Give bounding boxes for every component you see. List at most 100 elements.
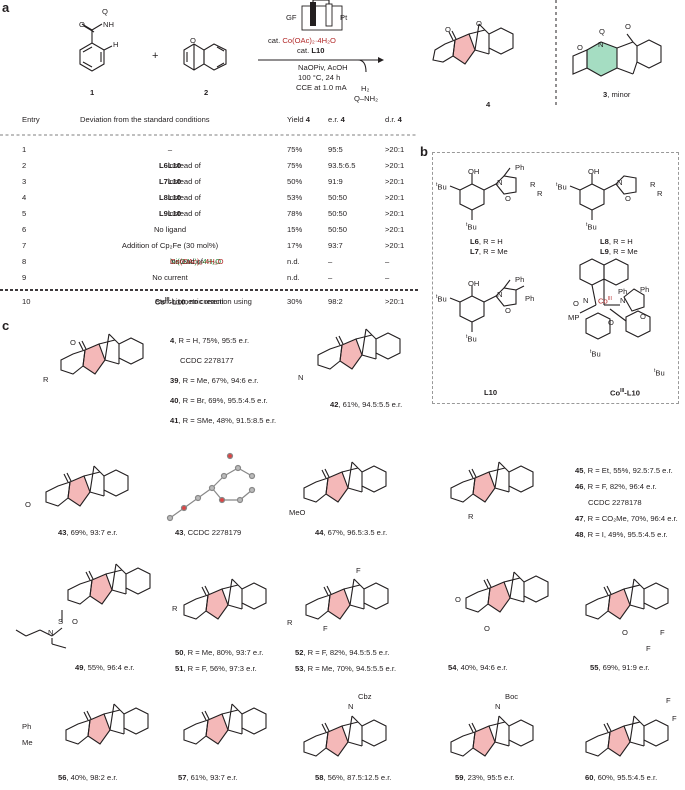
electrochem-cell-icon [301, 0, 343, 31]
reaction-arrow [258, 57, 384, 73]
f-atom-label: F [646, 644, 651, 653]
o-label: O [505, 306, 511, 315]
compound-43-ccdc-caption: 43, CCDC 2278179 [175, 528, 242, 537]
compound-50-caption: 50, R = Me, 80%, 93:7 e.r. [175, 648, 264, 657]
nh-atom-label: NH [103, 20, 114, 29]
ligand-box [432, 152, 679, 404]
table-row: 9 No current n.d.–– [22, 273, 390, 282]
r-atom-label: R [172, 604, 178, 613]
boc-label: Boc [505, 692, 519, 701]
co-center-label: CoIII [598, 296, 612, 306]
compound-52-caption: 52, R = F, 82%, 94.5:5.5 e.r. [295, 648, 390, 657]
header-entry: Entry [22, 115, 40, 124]
ligand-l10-structure [449, 279, 525, 332]
n-atom-3: N [598, 40, 604, 49]
o-atom-label: O [72, 617, 78, 626]
electrode-pt-label: Pt [340, 13, 348, 22]
compound-1-label: 1 [90, 88, 95, 97]
r-atom-label: R [287, 618, 293, 627]
f-atom-label: F [356, 566, 361, 575]
ligand-l6-caption: L6, R = H [470, 237, 503, 246]
ph-label: Ph [525, 294, 535, 303]
o-label: O [608, 318, 614, 327]
o-label: O [640, 312, 646, 321]
crystal-structure-43 [166, 452, 256, 522]
header-er: e.r. 4 [328, 115, 345, 124]
ph-label: Ph [618, 287, 628, 296]
table-row: 4 L8 instead of L10 53%50:50>20:1 [22, 193, 405, 202]
meo-label: MeO [289, 508, 306, 517]
compound-43-structure [45, 465, 129, 507]
cbz-label: Cbz [358, 692, 372, 701]
table-row: 7 Addition of Cp₂Fe (30 mol%) 17%93:7>20… [22, 241, 405, 250]
compound-59-structure [450, 715, 534, 757]
r-atom-label: R [468, 512, 474, 521]
tbu-label: tBu [466, 222, 477, 232]
compound-55-structure [585, 578, 669, 620]
n-atom-label: N [298, 373, 304, 382]
compound-45-structure [450, 461, 534, 503]
tbu-label: tBu [590, 349, 601, 359]
tbu-label: tBu [556, 182, 567, 192]
compound-45-caption: 45, R = Et, 55%, 92.5:7.5 e.r. [575, 466, 673, 475]
ligand-l6-l7-structure [449, 167, 517, 220]
r-label: R [530, 180, 536, 189]
table-divider-bottom [0, 289, 418, 291]
ph-label: Ph [515, 275, 525, 284]
ligand-line: cat. L10 [297, 46, 325, 55]
byproduct-h2: H₂ [361, 84, 370, 93]
compound-54-caption: 54, 40%, 94:6 e.r. [448, 663, 508, 672]
compound-40-caption: 40, R = Br, 69%, 95.5:4.5 e.r. [170, 396, 268, 405]
ccdc-label-2: CCDC 2278178 [588, 498, 642, 507]
table-row: 5 L9 instead of L10 78%50:50>20:1 [22, 209, 405, 218]
compound-57-structure [183, 703, 267, 745]
header-deviation: Deviation from the standard conditions [80, 115, 210, 124]
compound-49-caption: 49, 55%, 96:4 e.r. [75, 663, 135, 672]
compound-3-label: 3, minor [603, 90, 631, 99]
compound-48-caption: 48, R = I, 49%, 95.5:4.5 e.r. [575, 530, 668, 539]
o-atom-label: O [484, 624, 490, 633]
panel-label-b: b [420, 144, 428, 159]
n-atom-label: N [348, 702, 354, 711]
product-4-label: 4 [486, 100, 491, 109]
o-bridge-3: O [625, 22, 631, 31]
divider-dashed-vertical [555, 0, 557, 105]
q-atom-label: Q [102, 7, 108, 16]
compound-53-caption: 53, R = Me, 70%, 94.5:5.5 e.r. [295, 664, 397, 673]
table-row: 8 Ni(OAc)₂·4H₂O instead of Co(OAc)₂·4H₂O… [22, 257, 390, 266]
n-label: N [497, 290, 503, 299]
table-header-row: Entry Deviation from the standard condit… [0, 115, 410, 131]
compound-44-caption: 44, 67%, 96.5:3.5 e.r. [315, 528, 388, 537]
n-label: N [497, 178, 503, 187]
n-atom-label: N [495, 702, 501, 711]
compound-44-structure [303, 461, 387, 503]
o-atom-label: O [79, 20, 85, 29]
compound-3-structure [572, 33, 662, 77]
ph-label: Ph [515, 163, 525, 172]
condition-line-1: NaOPiv, AcOH [298, 63, 348, 72]
compound-42-caption: 42, 61%, 94.5:5.5 e.r. [330, 400, 403, 409]
catalyst-line: cat. Co(OAc)₂·4H₂O [268, 36, 336, 45]
sulfonamide-chain [15, 610, 67, 649]
ligand-l8-caption: L8, R = H [600, 237, 633, 246]
header-yield: Yield 4 [287, 115, 310, 124]
panel-label-a: a [2, 0, 10, 15]
plus-sign: + [152, 50, 159, 62]
ligand-l9-caption: L9, R = Me [600, 247, 638, 256]
compound-52-structure [305, 578, 389, 620]
compound-57-caption: 57, 61%, 93:7 e.r. [178, 773, 238, 782]
n-atom-label: N [48, 628, 54, 637]
ligand-l10-caption: L10 [484, 388, 498, 397]
ligand-l7-caption: L7, R = Me [470, 247, 508, 256]
product-4-structure [432, 23, 514, 65]
o-atom-label: O [25, 500, 31, 509]
table-row: 2 L6 instead of L10 75%93.5:6.5>20:1 [22, 161, 405, 170]
compound-46-caption: 46, R = F, 82%, 96:4 e.r. [575, 482, 657, 491]
compound-1-structure [79, 23, 113, 72]
o-carbonyl-3: O [577, 43, 583, 52]
o-label: O [573, 299, 579, 308]
n-label: N [620, 296, 626, 305]
table-divider-top [0, 134, 418, 136]
tbu-label: tBu [436, 294, 447, 304]
n-label: N [583, 296, 589, 305]
